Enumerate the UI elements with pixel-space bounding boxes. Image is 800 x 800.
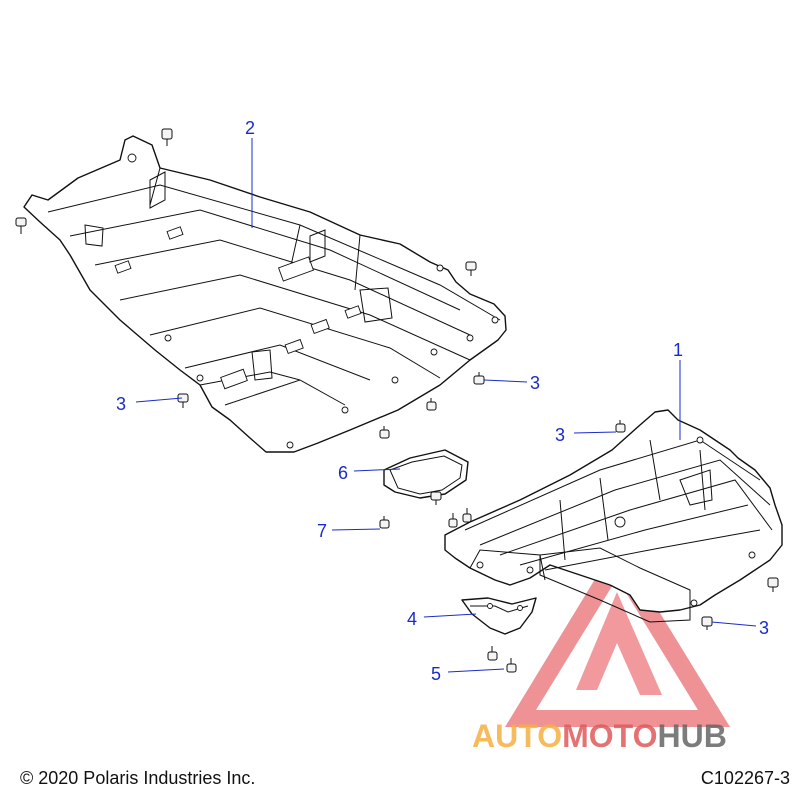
callout-3: 3 [759, 618, 769, 638]
callout-2: 2 [245, 118, 255, 138]
screw-icon [487, 646, 498, 661]
watermark-text: AUTOMOTOHUB [472, 718, 727, 754]
push-rivet-icon [426, 398, 437, 411]
drawing-number: C102267-3 [701, 768, 790, 788]
push-rivet-icon [767, 577, 779, 592]
callout-3: 3 [530, 373, 540, 393]
watermark-word-auto: AUTO [472, 718, 562, 754]
cover-plate [383, 449, 469, 499]
push-rivet-icon [430, 491, 442, 505]
push-rivet-icon [615, 420, 626, 433]
fasteners [15, 128, 779, 673]
callouts: 2 1 3 3 3 3 4 5 6 7 [116, 118, 769, 684]
front-skid-plate [444, 409, 783, 623]
callout-1: 1 [673, 340, 683, 360]
callout-5: 5 [431, 664, 441, 684]
watermark-word-hub: HUB [657, 718, 726, 754]
watermark-triangle-icon [505, 543, 730, 727]
push-rivet-icon [161, 128, 173, 146]
callout-6: 6 [338, 463, 348, 483]
leader-lines [135, 138, 757, 673]
push-rivet-icon [15, 217, 27, 234]
watermark-logo [505, 543, 730, 727]
copyright-text: © 2020 Polaris Industries Inc. [20, 768, 255, 788]
push-rivet-icon [473, 372, 485, 385]
push-rivet-icon [448, 513, 458, 528]
push-rivet-icon [379, 516, 390, 529]
callout-4: 4 [407, 609, 417, 629]
push-rivet-icon [701, 616, 713, 630]
push-rivet-icon [379, 426, 390, 439]
callout-7: 7 [317, 521, 327, 541]
rear-skid-plate [23, 135, 507, 453]
push-rivet-icon [465, 261, 477, 276]
callout-3: 3 [116, 394, 126, 414]
push-rivet-icon [177, 393, 189, 408]
push-rivet-icon [462, 508, 472, 523]
screw-icon [506, 658, 517, 673]
callout-3: 3 [555, 425, 565, 445]
bracket [461, 597, 537, 635]
watermark-word-moto: MOTO [562, 718, 657, 754]
